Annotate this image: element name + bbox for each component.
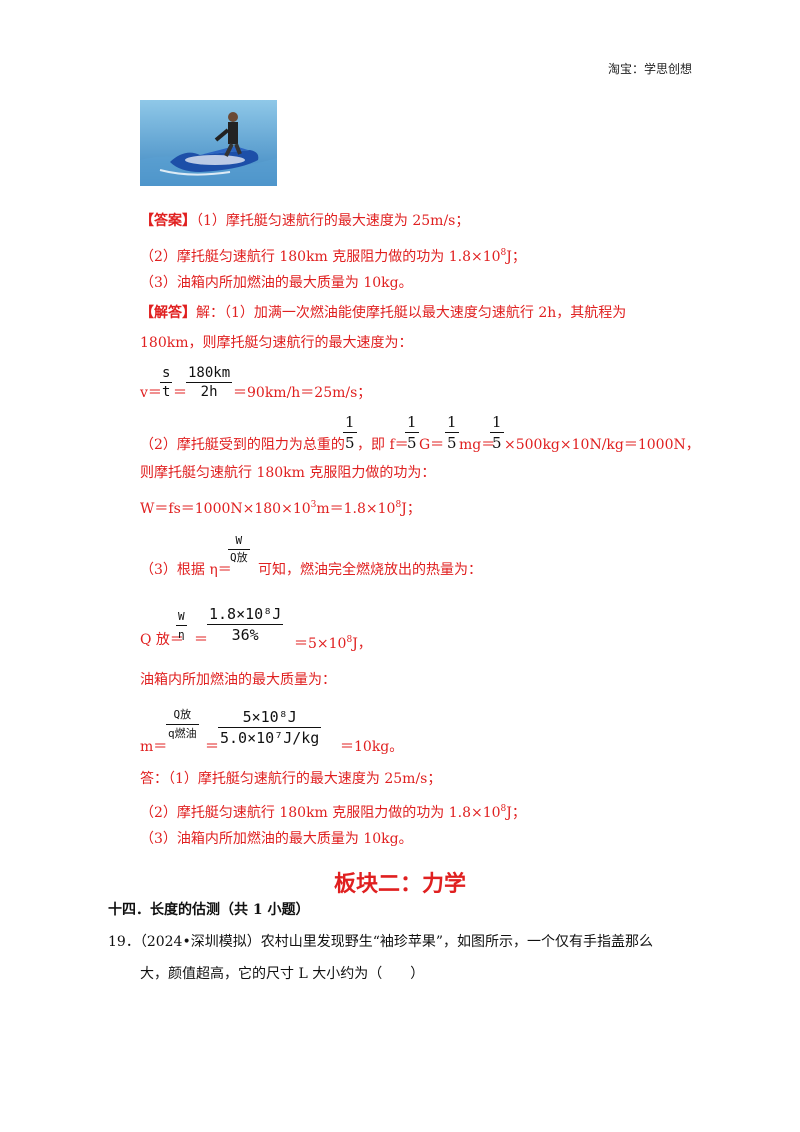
q-frac2-num: 1.8×10⁸J: [207, 605, 284, 625]
v-lhs: v＝: [140, 385, 162, 401]
q-frac1-num: W: [176, 608, 187, 626]
solution-label: 【解答】: [140, 305, 196, 321]
p2-line2: 则摩托艇匀速航行 180km 克服阻力做的功为：: [140, 465, 436, 481]
final-answer-text-1: （1）摩托艇匀速航行的最大速度为 25m/s；: [168, 771, 442, 787]
m-frac2-num: 5×10⁸J: [218, 707, 322, 728]
v-frac2-den: 2h: [200, 384, 218, 400]
mass-line: 油箱内所加燃油的最大质量为：: [140, 672, 336, 688]
f-frac2-num: 1: [405, 413, 419, 433]
f-fraction-2: 1 5: [405, 412, 419, 453]
m-eq: ＝: [205, 739, 219, 755]
final-answer-text-2: （2）摩托艇匀速航行 180km 克服阻力做的功为 1.8×10: [140, 805, 501, 821]
m-frac2-den: 5.0×10⁷J/kg: [220, 729, 320, 747]
solution-intro-2: 180km，则摩托艇匀速航行的最大速度为：: [140, 335, 413, 351]
final-answer-3: （3）油箱内所加燃油的最大质量为 10kg。: [140, 831, 413, 847]
final-answer-1: 答：（1）摩托艇匀速航行的最大速度为 25m/s；: [140, 769, 441, 789]
p3-pre: （3）根据 η＝: [140, 562, 232, 578]
q-lhs: Q 放＝: [140, 632, 184, 648]
answer-line-1: 【答案】（1）摩托艇匀速航行的最大速度为 25m/s；: [140, 211, 469, 231]
p2-mg: mg＝: [459, 437, 496, 453]
eta-fraction: W Q放: [228, 533, 250, 566]
f-frac4-num: 1: [490, 413, 504, 433]
answer-line-2: （2）摩托艇匀速航行 180km 克服阻力做的功为 1.8×108J；: [140, 243, 526, 267]
jet-ski-photo: [140, 100, 277, 186]
w-mid: m＝1.8×10: [316, 501, 396, 517]
v-eq: ＝: [173, 385, 187, 401]
final-answer-label: 答：: [140, 771, 168, 787]
w-exp2: 8: [395, 500, 402, 510]
m-frac1-den: q燃油: [168, 727, 197, 740]
f-frac3-den: 5: [447, 434, 457, 452]
answer-line-3: （3）油箱内所加燃油的最大质量为 10kg。: [140, 275, 413, 291]
v-fraction-2: 180km 2h: [186, 364, 233, 401]
m-frac1-num: Q放: [166, 706, 199, 725]
f-frac1-num: 1: [343, 413, 357, 433]
p2-pre: （2）摩托艇受到的阻力为总重的: [140, 437, 345, 453]
p2-result: ×500kg×10N/kg＝1000N，: [504, 437, 700, 453]
q-result-post: J，: [352, 636, 372, 652]
q-fraction-2: 1.8×10⁸J 36%: [207, 604, 284, 645]
w-pre: W＝fs＝1000N×180×10: [140, 501, 311, 517]
w-post: J；: [401, 501, 421, 517]
final-answer-text-2-post: J；: [506, 805, 526, 821]
question-line-2: 大，颜值超高，它的尺寸 L 大小约为（ ）: [140, 966, 425, 982]
question-text-1: （2024•深圳模拟）农村山里发现野生“袖珍苹果”，如图所示，一个仅有手指盖那么: [139, 934, 654, 950]
m-fraction-2: 5×10⁸J 5.0×10⁷J/kg: [218, 707, 322, 748]
p2-G: G＝: [419, 437, 445, 453]
answer-exp-2: 8: [500, 248, 507, 258]
q-result-pre: ＝5×10: [294, 636, 347, 652]
v-frac1-den: t: [162, 384, 171, 400]
v-result: ＝90km/h＝25m/s；: [233, 385, 372, 401]
q-fraction-1: W η: [176, 608, 187, 643]
final-answer-exp-2: 8: [500, 804, 507, 814]
f-fraction-1: 1 5: [343, 412, 357, 453]
f-frac1-den: 5: [345, 434, 355, 452]
solution-intro-1: 解：（1）加满一次燃油能使摩托艇以最大速度匀速航行 2h，其航程为: [196, 305, 627, 321]
m-fraction-1: Q放 q燃油: [166, 706, 199, 743]
solution-line-1: 【解答】解：（1）加满一次燃油能使摩托艇以最大速度匀速航行 2h，其航程为: [140, 303, 626, 323]
f-fraction-4: 1 5: [490, 412, 504, 453]
f-frac2-den: 5: [407, 434, 417, 452]
w-exp1: 3: [310, 500, 317, 510]
question-number: 19．: [108, 934, 140, 950]
answer-text-1: （1）摩托艇匀速航行的最大速度为 25m/s；: [196, 213, 470, 229]
q-frac2-den: 36%: [231, 626, 259, 644]
subsection-title: 十四．长度的估测（共 1 小题）: [108, 902, 310, 918]
p3-post: 可知，燃油完全燃烧放出的热量为：: [258, 562, 482, 578]
section-title: 板块二：力学: [333, 872, 466, 897]
q-frac1-den: η: [178, 628, 185, 641]
p2-mid1: ，即 f＝: [357, 437, 409, 453]
q-result: ＝5×108J，: [294, 630, 372, 654]
m-result: ＝10kg。: [340, 739, 404, 755]
f-fraction-3: 1 5: [445, 412, 459, 453]
final-answer-2: （2）摩托艇匀速航行 180km 克服阻力做的功为 1.8×108J；: [140, 799, 526, 823]
q-eq: ＝: [194, 632, 208, 648]
w-formula: W＝fs＝1000N×180×103m＝1.8×108J；: [140, 495, 421, 519]
eta-num: W: [228, 533, 250, 550]
answer-text-2-post: J；: [506, 249, 526, 265]
q-result-exp: 8: [346, 635, 353, 645]
answer-text-2: （2）摩托艇匀速航行 180km 克服阻力做的功为 1.8×10: [140, 249, 501, 265]
v-frac2-num: 180km: [186, 365, 233, 383]
eta-den: Q放: [230, 551, 248, 564]
question-line-1: 19．（2024•深圳模拟）农村山里发现野生“袖珍苹果”，如图所示，一个仅有手指…: [108, 932, 653, 952]
v-fraction-1: s t: [160, 364, 173, 401]
f-frac3-num: 1: [445, 413, 459, 433]
header-shop: 淘宝：学思创想: [607, 62, 692, 76]
answer-label: 【答案】: [140, 213, 196, 229]
v-frac1-num: s: [160, 365, 173, 383]
m-lhs: m＝: [140, 739, 168, 755]
f-frac4-den: 5: [492, 434, 502, 452]
